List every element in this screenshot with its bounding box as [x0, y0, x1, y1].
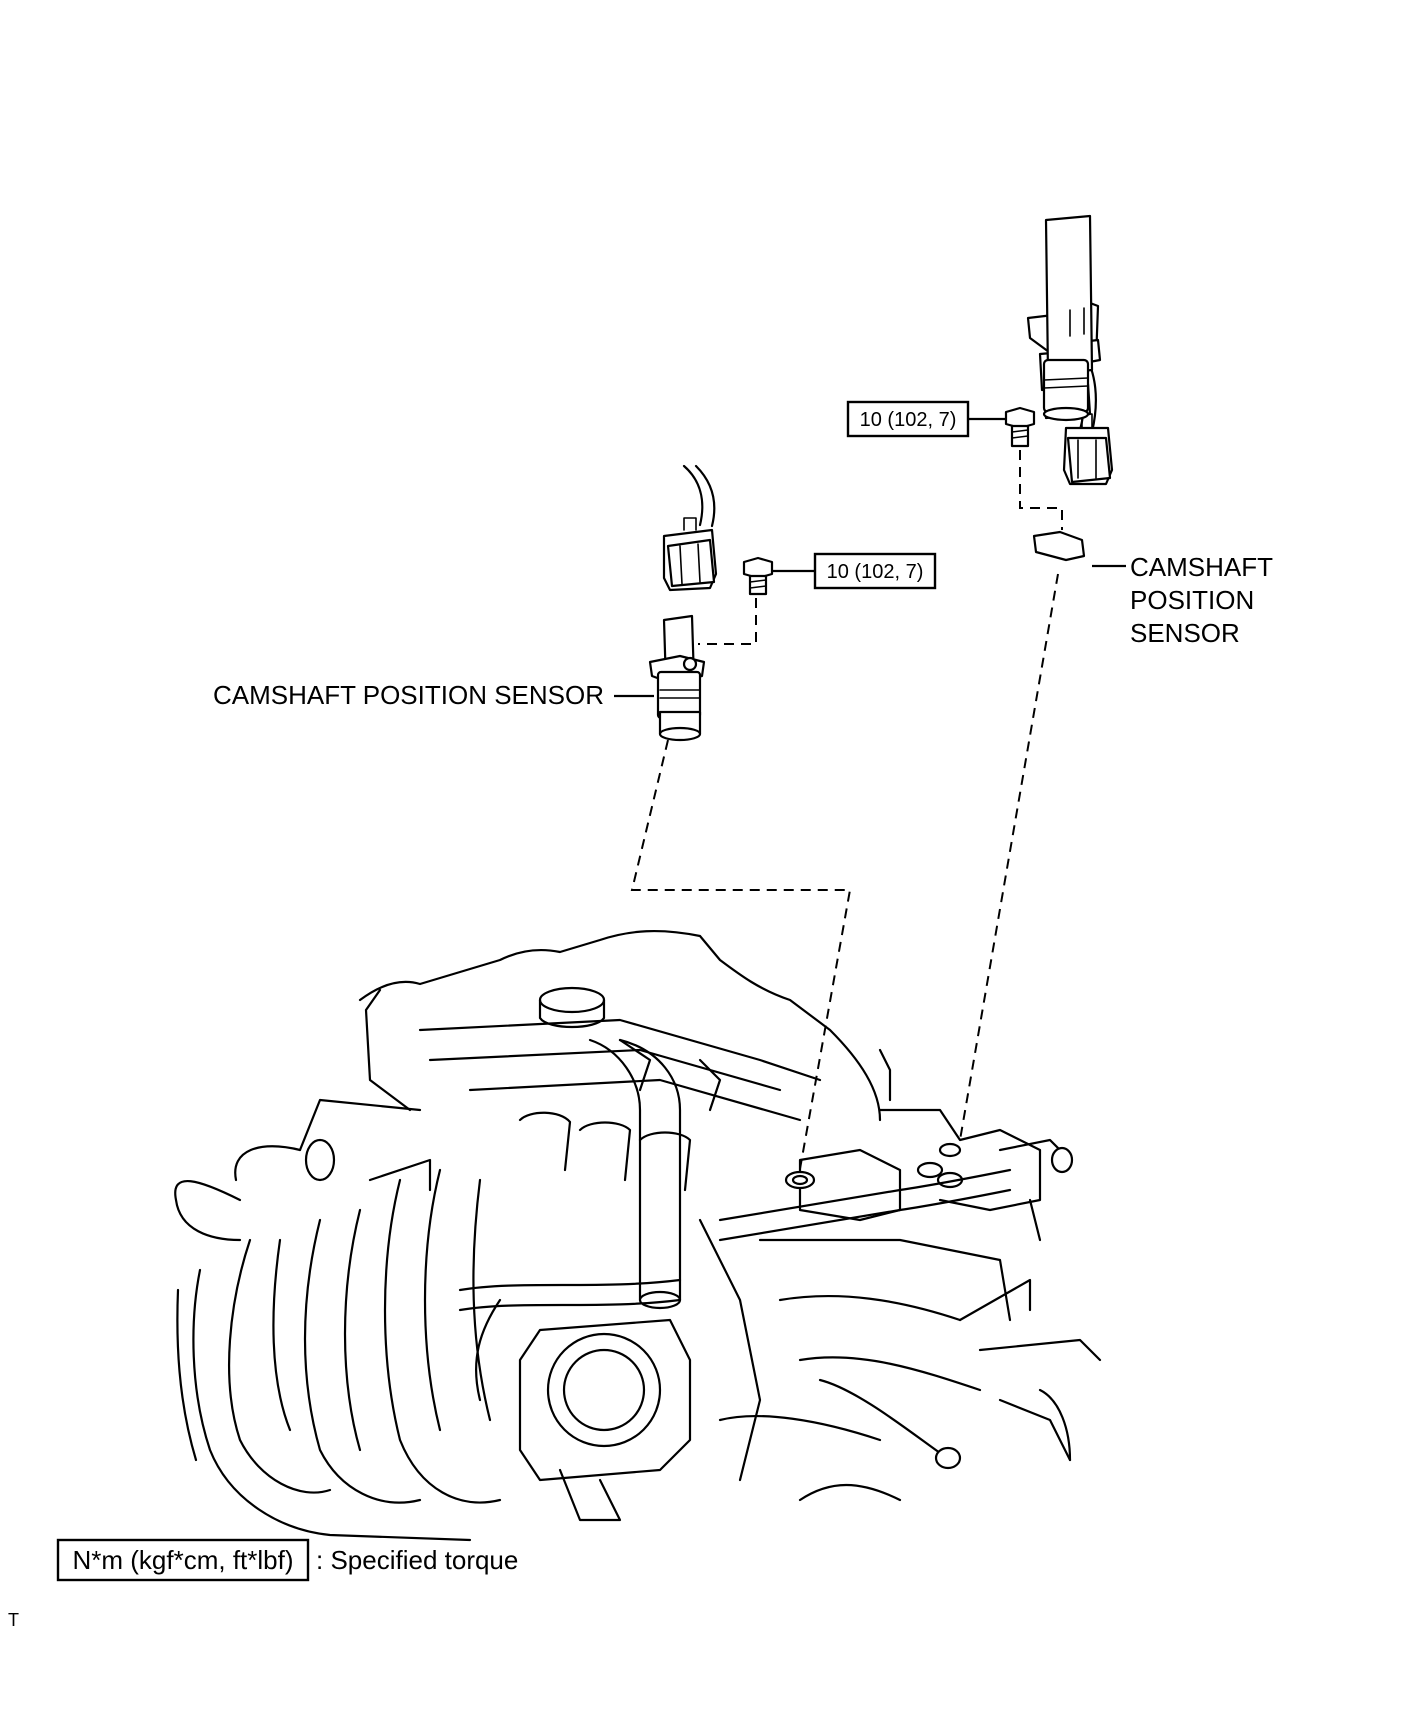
torque-legend: N*m (kgf*cm, ft*lbf) : Specified torque	[56, 1538, 518, 1582]
right-sensor-icon	[1026, 214, 1102, 562]
left-sensor-label: CAMSHAFT POSITION SENSOR	[213, 680, 604, 710]
right-sensor-label-line2: POSITION	[1130, 585, 1254, 615]
left-connector-icon	[662, 517, 718, 592]
torque-spec-middle-text: 10 (102, 7)	[827, 561, 924, 583]
figure-code: T	[8, 1610, 19, 1630]
engine-icon	[174, 930, 1102, 1542]
torque-spec-top: 10 (102, 7)	[846, 400, 970, 438]
right-connector-icon	[1062, 413, 1114, 486]
left-sensor-icon	[648, 614, 706, 742]
torque-legend-description: : Specified torque	[316, 1545, 518, 1575]
right-bolt-icon	[1004, 406, 1036, 448]
left-bolt-icon	[742, 556, 774, 596]
torque-spec-top-text: 10 (102, 7)	[860, 409, 957, 431]
right-sensor-label-line1: CAMSHAFT	[1130, 552, 1273, 582]
torque-spec-middle: 10 (102, 7)	[813, 552, 937, 590]
left-sensor-assembly	[614, 464, 852, 1181]
right-sensor-assembly	[959, 214, 1126, 1141]
torque-legend-unit: N*m (kgf*cm, ft*lbf)	[72, 1545, 293, 1575]
right-sensor-label-line3: SENSOR	[1130, 618, 1240, 648]
